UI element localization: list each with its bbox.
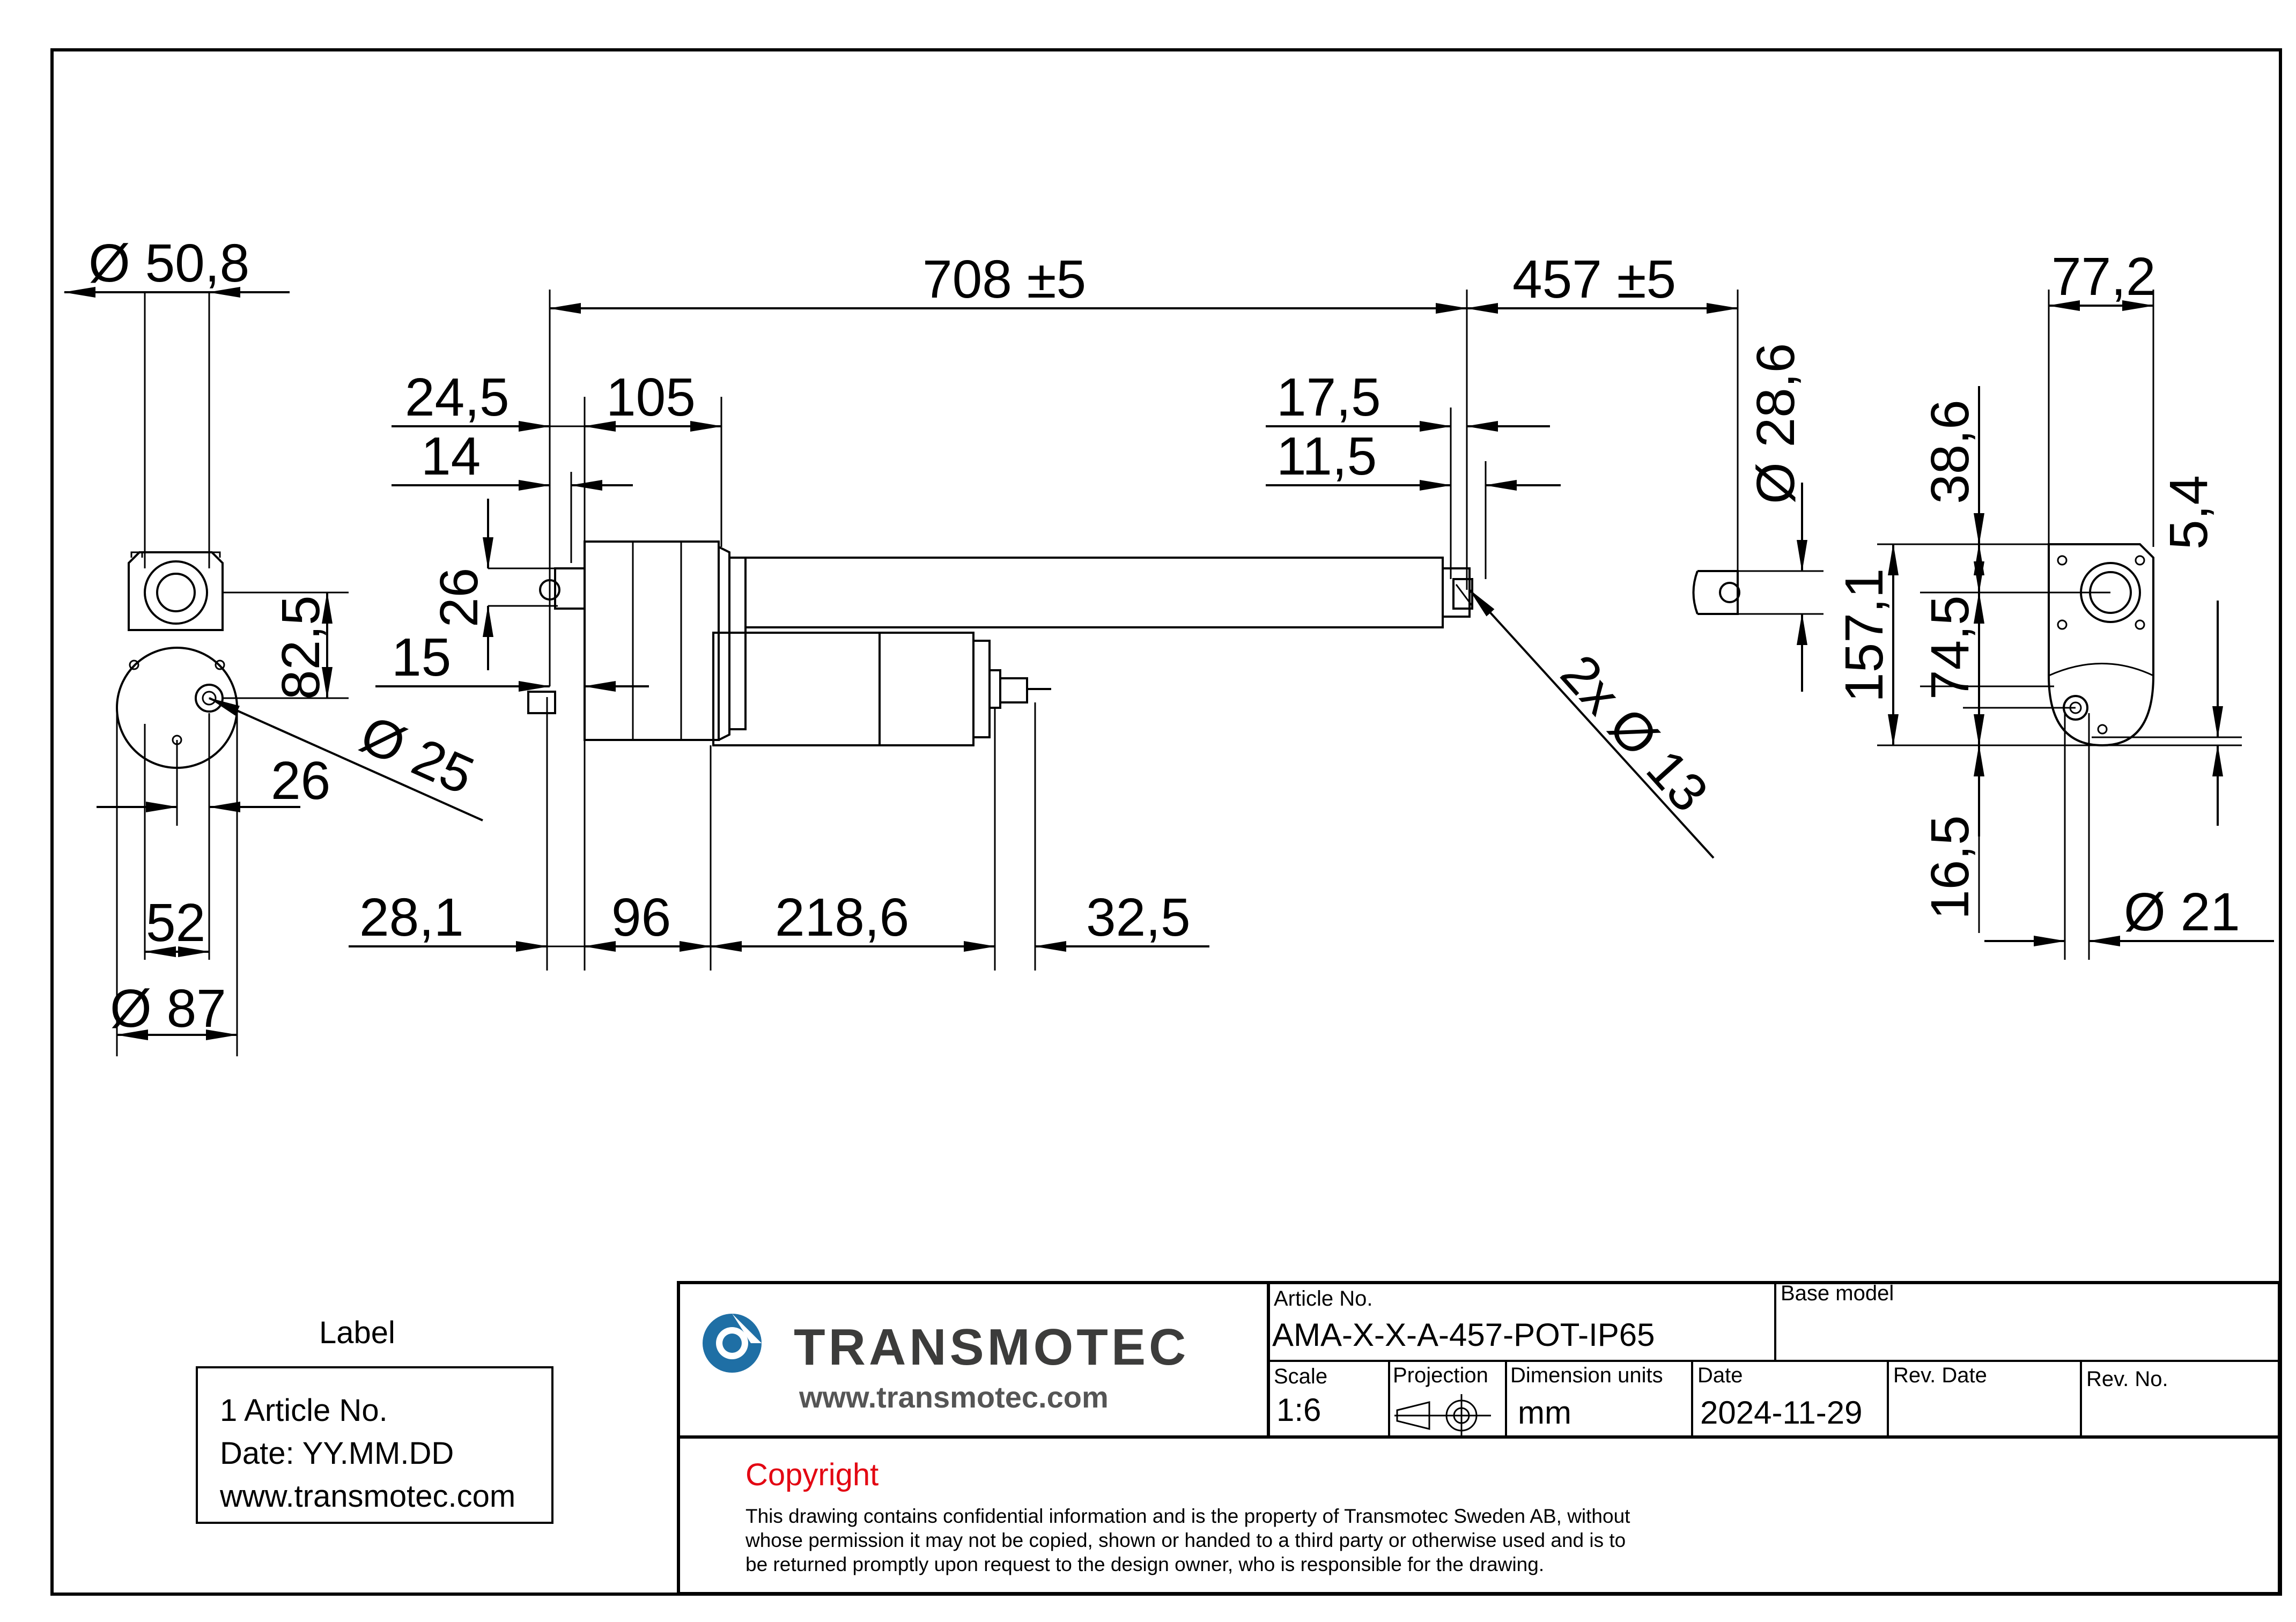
rev-no-label: Rev. No. xyxy=(2086,1367,2168,1391)
dim-38-6: 38,6 xyxy=(1920,399,1980,504)
brand-name: TRANSMOTEC xyxy=(794,1319,1189,1376)
dim-26-h: 26 xyxy=(271,751,330,811)
title-block: TRANSMOTEC www.transmotec.com Article No… xyxy=(677,1281,2281,1595)
dim-26-v: 26 xyxy=(429,568,489,627)
label-box xyxy=(196,1366,553,1524)
date-value: 2024-11-29 xyxy=(1700,1395,1862,1431)
projection-label: Projection xyxy=(1393,1364,1488,1387)
dim-15: 15 xyxy=(392,627,451,687)
copyright-line-3: be returned promptly upon request to the… xyxy=(745,1553,1544,1575)
base-model-label: Base model xyxy=(1781,1282,1894,1305)
label-line-1: 1 Article No. xyxy=(220,1393,388,1428)
date-label: Date xyxy=(1697,1364,1743,1387)
end-view-right: 77,2 38,6 74,5 157,1 16,5 xyxy=(1834,247,2274,960)
transmotec-logo xyxy=(703,1314,762,1373)
dim-218-6: 218,6 xyxy=(775,887,909,947)
label-title: Label xyxy=(319,1315,395,1350)
dim-52: 52 xyxy=(146,893,205,953)
side-view: 708 ±5 457 ±5 24,5 105 14 17,5 11,5 26 xyxy=(349,249,1739,971)
dim-28-1: 28,1 xyxy=(359,887,464,947)
dim-5-4: 5,4 xyxy=(2159,475,2219,550)
dim-82-5: 82,5 xyxy=(271,595,331,700)
dim-24-5: 24,5 xyxy=(405,367,510,427)
dim-dia-28-6: Ø 28,6 xyxy=(1746,343,1806,504)
dim-dia-87: Ø 87 xyxy=(110,979,226,1039)
dim-dia-21: Ø 21 xyxy=(2124,882,2240,942)
dim-dia-50-8: Ø 50,8 xyxy=(88,233,249,293)
scale-value: 1:6 xyxy=(1276,1392,1321,1428)
label-section: Label 1 Article No. Date: YY.MM.DD www.t… xyxy=(196,1315,553,1524)
article-no-value: AMA-X-X-A-457-POT-IP65 xyxy=(1272,1317,1655,1353)
units-label: Dimension units xyxy=(1510,1364,1663,1387)
dim-457: 457 ±5 xyxy=(1512,249,1676,309)
dim-14: 14 xyxy=(421,426,481,486)
dim-74-5: 74,5 xyxy=(1920,595,1980,700)
copyright-line-1: This drawing contains confidential infor… xyxy=(745,1505,1630,1527)
dim-105: 105 xyxy=(606,367,696,427)
label-line-2: Date: YY.MM.DD xyxy=(220,1436,454,1471)
rev-date-label: Rev. Date xyxy=(1893,1364,1987,1387)
label-line-3: www.transmotec.com xyxy=(219,1479,515,1514)
dim-32-5: 32,5 xyxy=(1086,887,1191,947)
units-value: mm xyxy=(1518,1395,1571,1431)
brand-website: www.transmotec.com xyxy=(799,1380,1109,1414)
rod-eye-outline xyxy=(128,551,224,631)
copyright-title: Copyright xyxy=(745,1457,878,1492)
copyright-line-2: whose permission it may not be copied, s… xyxy=(745,1529,1626,1551)
dim-16-5: 16,5 xyxy=(1920,815,1980,920)
gear-housing xyxy=(584,540,720,741)
scale-label: Scale xyxy=(1274,1365,1327,1388)
dim-708: 708 ±5 xyxy=(922,249,1086,309)
dim-96: 96 xyxy=(611,887,671,947)
article-no-label: Article No. xyxy=(1274,1287,1373,1310)
projection-icon xyxy=(1394,1394,1491,1437)
rod-end-detail: Ø 28,6 xyxy=(1692,343,1823,692)
dim-11-5: 11,5 xyxy=(1276,426,1377,486)
outer-tube xyxy=(744,557,1444,628)
cable-gland xyxy=(999,677,1028,703)
dim-2x-dia-13: 2x Ø 13 xyxy=(1549,643,1720,823)
dim-157-1: 157,1 xyxy=(1834,568,1894,702)
dim-77-2: 77,2 xyxy=(2051,247,2156,307)
dim-17-5: 17,5 xyxy=(1276,367,1381,427)
